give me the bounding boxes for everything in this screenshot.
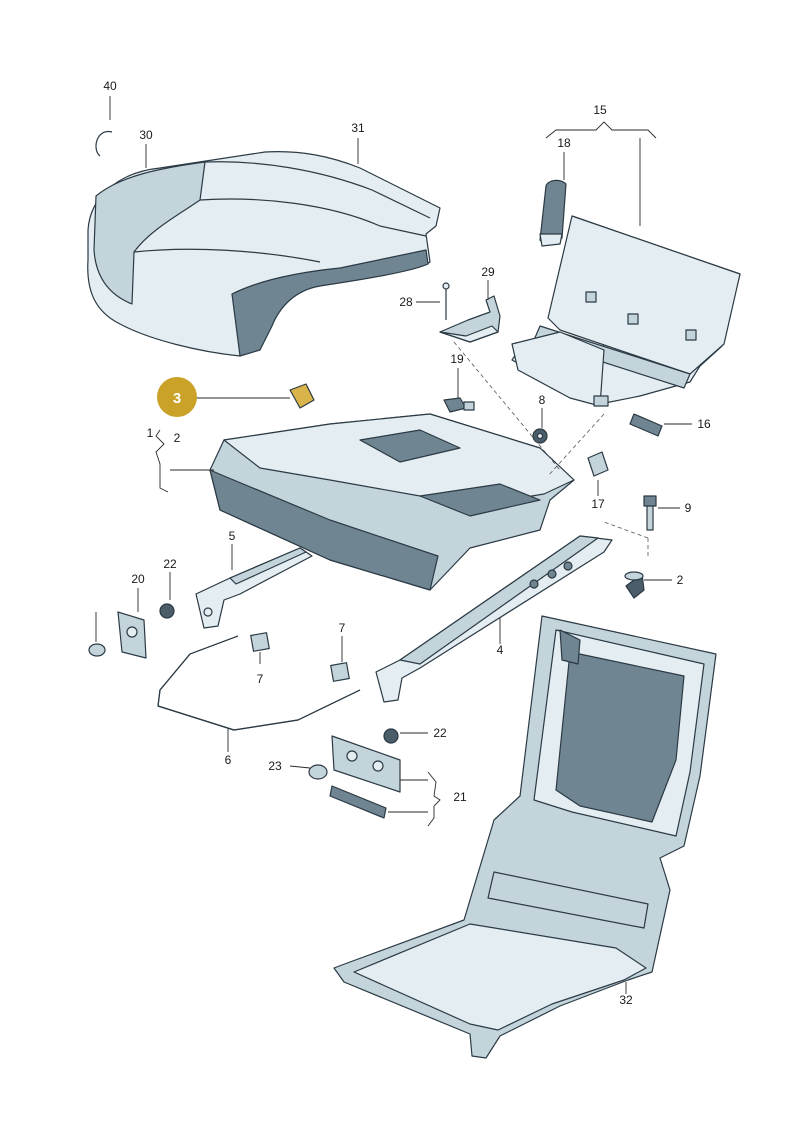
part-1-seat-pan bbox=[209, 413, 575, 591]
part-22-nut-bottom bbox=[383, 728, 399, 744]
part-21-plate bbox=[331, 735, 401, 793]
callout-22-top: 22 bbox=[163, 557, 177, 571]
part-15-hinge-plate bbox=[511, 215, 741, 407]
callout-17: 17 bbox=[591, 497, 605, 511]
part-2-bump-stop bbox=[624, 571, 645, 599]
part-4-rail bbox=[375, 535, 613, 703]
part-9-bolt bbox=[643, 495, 657, 531]
part-23-cap bbox=[308, 764, 328, 780]
part-32-backrest-frame bbox=[333, 615, 717, 1059]
callout-4: 4 bbox=[497, 643, 504, 657]
part-19-bolt bbox=[443, 397, 475, 413]
part-16-bolt bbox=[629, 413, 663, 437]
callout-40: 40 bbox=[103, 79, 117, 93]
part-18-pad bbox=[539, 179, 567, 247]
callout-21: 21 bbox=[453, 790, 467, 804]
callout-22-bottom: 22 bbox=[433, 726, 447, 740]
part-7-pad-left bbox=[250, 632, 270, 652]
callout-15: 15 bbox=[593, 103, 607, 117]
part-8-nut bbox=[532, 428, 548, 444]
leader-lines bbox=[95, 96, 692, 994]
part-22-nut-top bbox=[159, 603, 175, 619]
callout-6: 6 bbox=[225, 753, 232, 767]
callout-32: 32 bbox=[619, 993, 633, 1007]
callout-3: 3 bbox=[173, 390, 181, 407]
callout-23: 23 bbox=[268, 759, 282, 773]
callout-29: 29 bbox=[481, 265, 495, 279]
callout-30: 30 bbox=[139, 128, 153, 142]
part-3-clip bbox=[289, 383, 315, 409]
callout-9: 9 bbox=[685, 501, 692, 515]
callout-2-left: 2 bbox=[174, 431, 181, 445]
callout-2-right: 2 bbox=[677, 573, 684, 587]
callout-1: 1 bbox=[147, 426, 154, 440]
callout-31: 31 bbox=[351, 121, 365, 135]
callout-5: 5 bbox=[229, 529, 236, 543]
part-40-clip bbox=[95, 131, 113, 157]
callout-7-right: 7 bbox=[339, 621, 346, 635]
part-21-strip bbox=[329, 785, 387, 819]
callout-8: 8 bbox=[539, 393, 546, 407]
part-7-pad-right bbox=[330, 662, 350, 682]
part-20-plate bbox=[117, 611, 147, 659]
part-5-bracket bbox=[195, 547, 313, 629]
callout-19: 19 bbox=[450, 352, 464, 366]
callout-7-left: 7 bbox=[257, 672, 264, 686]
highlight-badge-3[interactable]: 3 bbox=[157, 377, 197, 417]
callout-28: 28 bbox=[399, 295, 413, 309]
part-17-clip-nut bbox=[587, 451, 609, 477]
part-6-wire-frame bbox=[157, 635, 361, 731]
part-28-pin bbox=[442, 282, 450, 320]
callout-16: 16 bbox=[697, 417, 711, 431]
part-31-seat-cushion bbox=[87, 151, 441, 357]
plug bbox=[88, 643, 106, 657]
callout-18: 18 bbox=[557, 136, 571, 150]
callout-labels: 40 30 31 15 18 29 28 19 8 16 17 9 2 1 2 … bbox=[103, 79, 711, 1007]
part-29-bracket bbox=[439, 295, 501, 343]
callout-20: 20 bbox=[131, 572, 145, 586]
